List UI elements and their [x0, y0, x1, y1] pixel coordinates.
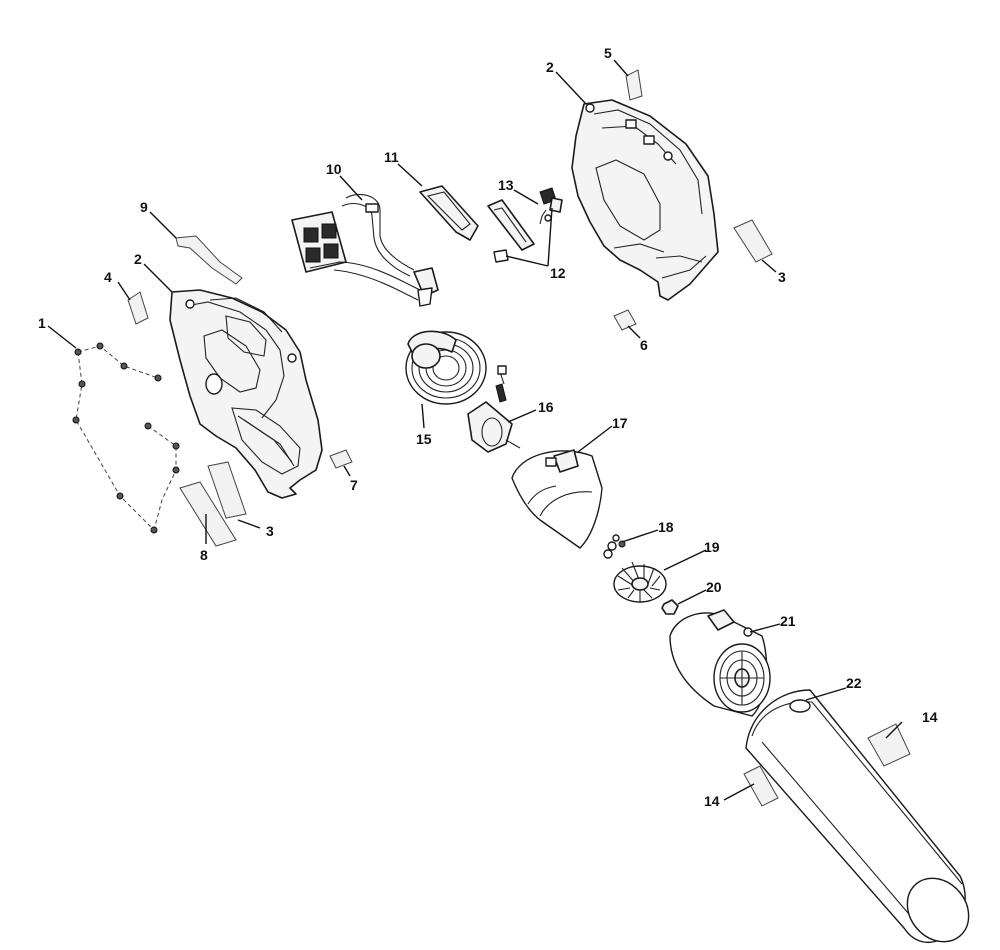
leader-lines	[47, 59, 903, 801]
label-decal-9	[175, 235, 243, 285]
screw-icon	[116, 492, 124, 500]
label-decal-6	[613, 309, 637, 331]
callout-5: 5	[604, 45, 612, 61]
motor	[467, 365, 521, 453]
callout-8: 8	[200, 547, 208, 563]
screw-icon	[154, 374, 162, 382]
callout-22: 22	[846, 675, 862, 691]
screw-icon	[78, 380, 86, 388]
left-housing-half	[169, 289, 323, 499]
callout-13: 13	[498, 177, 514, 193]
callout-14a: 14	[922, 709, 938, 725]
callout-12: 12	[550, 265, 566, 281]
trigger-assembly	[487, 187, 563, 263]
label-decal-14-lower	[743, 765, 779, 807]
battery-terminal-assembly	[291, 193, 439, 307]
label-decal-5	[625, 69, 643, 101]
screw-icon	[74, 348, 82, 356]
impeller	[613, 561, 667, 603]
switch-cover	[419, 185, 479, 241]
label-decal-3-left	[207, 461, 247, 519]
callout-labels: 1 2 2 3 3 4 5 6 7 8 9 10 11 12 13 14 14 …	[38, 45, 938, 809]
screws-group	[72, 342, 180, 534]
callout-7: 7	[350, 477, 358, 493]
callout-18: 18	[658, 519, 674, 535]
fan-housing	[669, 609, 771, 717]
callout-21: 21	[780, 613, 796, 629]
label-decal-14-upper	[867, 723, 911, 767]
callout-1: 1	[38, 315, 46, 331]
callout-4: 4	[104, 269, 112, 285]
screw-icon	[144, 422, 152, 430]
screw-icon	[172, 442, 180, 450]
screw-icon	[150, 526, 158, 534]
motor-housing-sleeve	[511, 449, 603, 549]
callout-9: 9	[140, 199, 148, 215]
callout-20: 20	[706, 579, 722, 595]
callout-3a: 3	[266, 523, 274, 539]
fan-guard	[405, 330, 487, 405]
callout-16: 16	[538, 399, 554, 415]
callout-17: 17	[612, 415, 628, 431]
label-decal-7	[329, 449, 353, 469]
screw-icon	[96, 342, 104, 350]
screw-icon	[172, 466, 180, 474]
nut	[661, 599, 679, 615]
callout-10: 10	[326, 161, 342, 177]
callout-2a: 2	[134, 251, 142, 267]
callout-2b: 2	[546, 59, 554, 75]
callout-15: 15	[416, 431, 432, 447]
callout-6: 6	[640, 337, 648, 353]
callout-14b: 14	[704, 793, 720, 809]
washer-set	[603, 534, 626, 559]
callout-3b: 3	[778, 269, 786, 285]
label-decal-8	[179, 481, 237, 547]
decals-left	[127, 235, 353, 547]
callout-11: 11	[384, 149, 399, 165]
screw-icon	[72, 416, 80, 424]
right-housing-half	[571, 99, 719, 301]
screw-icon	[120, 362, 128, 370]
callout-19: 19	[704, 539, 720, 555]
blower-tube	[743, 689, 970, 944]
decals-right	[613, 69, 773, 331]
label-decal-4	[127, 291, 149, 325]
label-decal-3-right	[733, 219, 773, 263]
